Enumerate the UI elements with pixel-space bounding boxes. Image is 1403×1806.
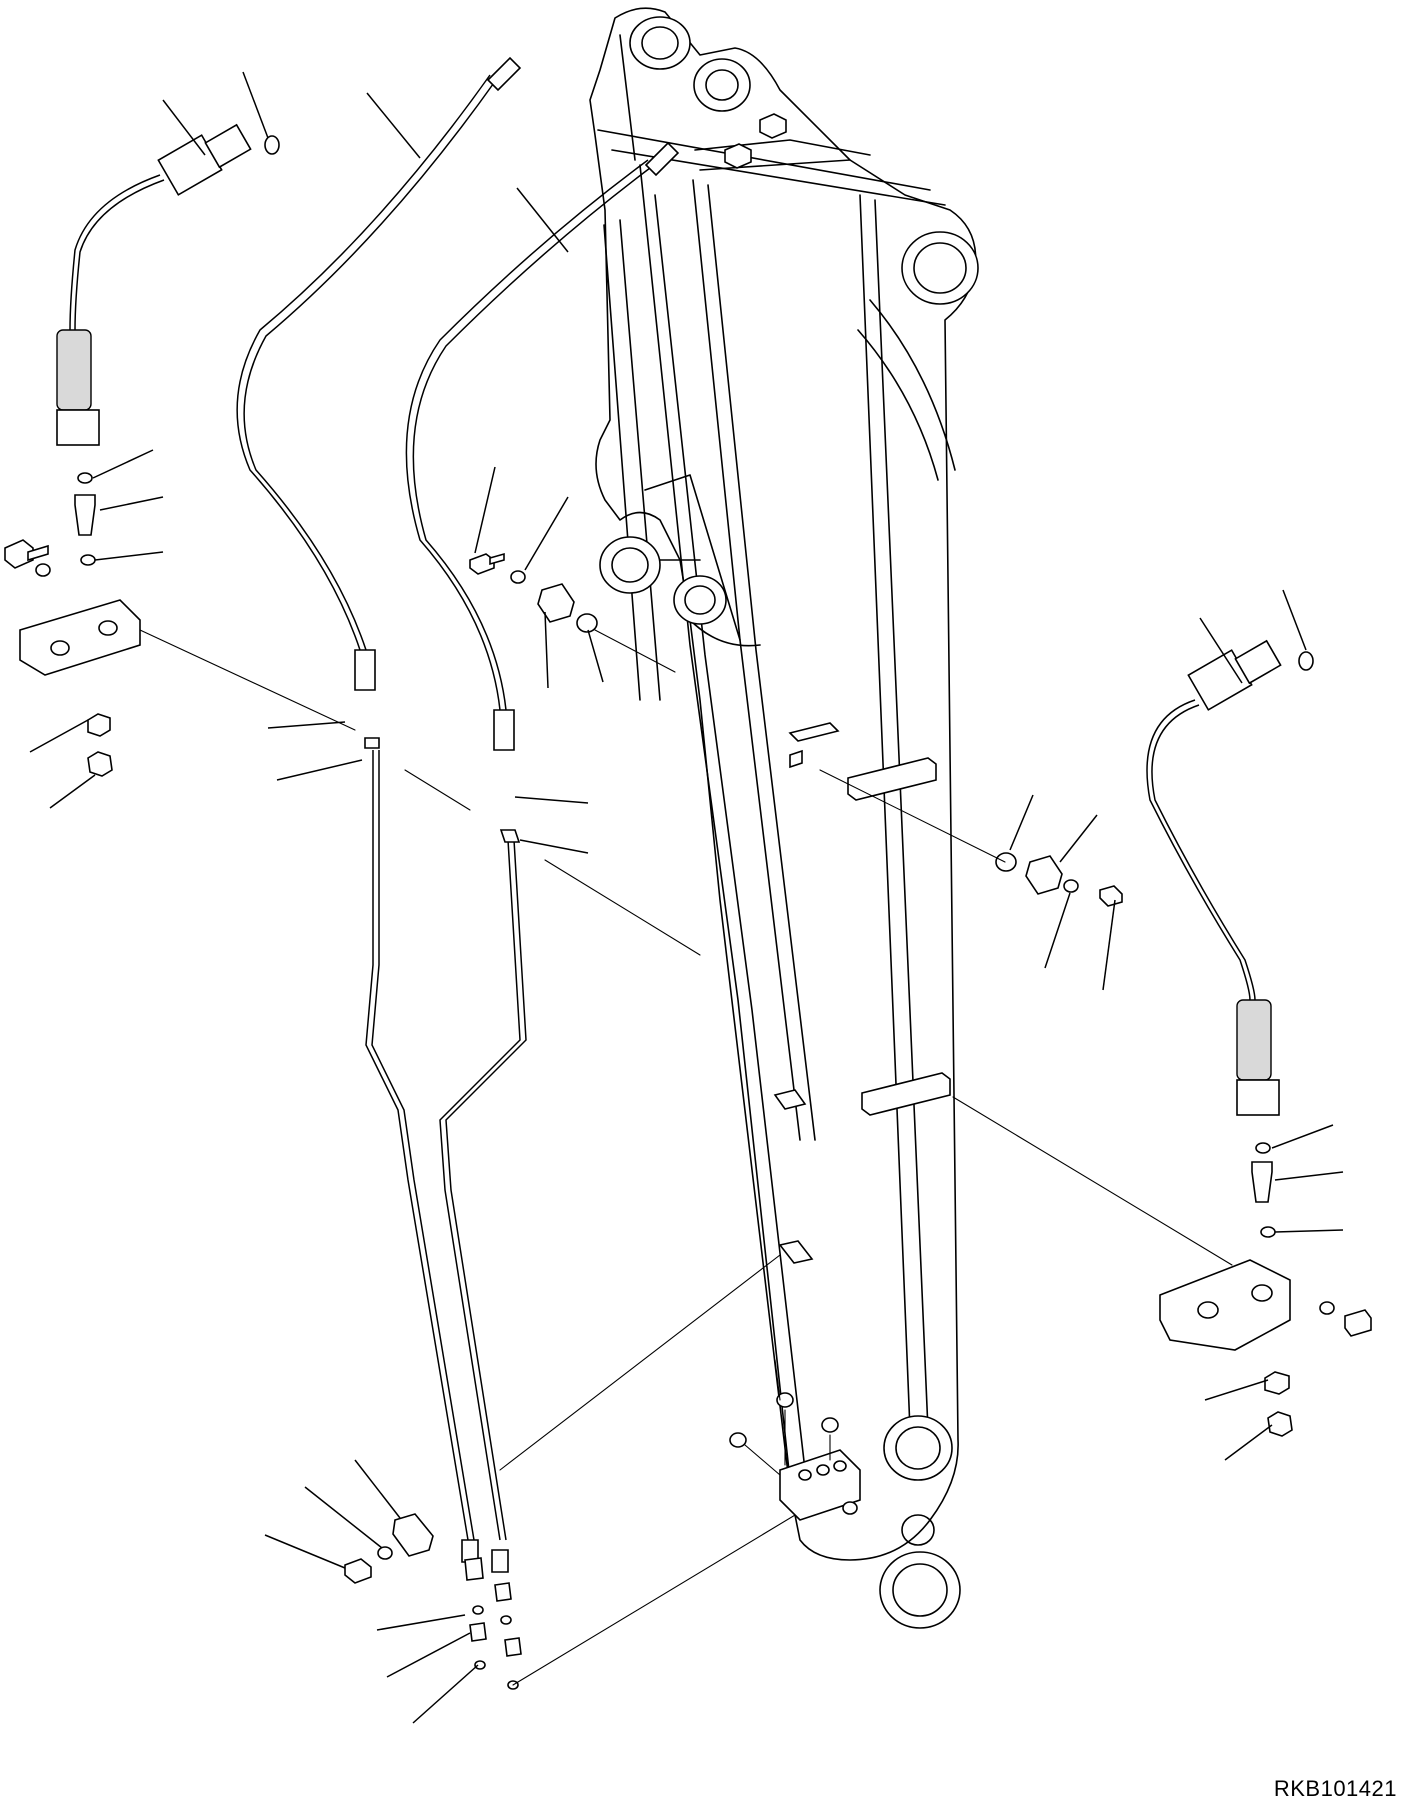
steel-tubes xyxy=(364,737,527,1573)
right-attachment-hose xyxy=(952,639,1372,1437)
flex-hoses xyxy=(236,56,680,751)
clamps xyxy=(344,552,1123,1690)
arm-assembly xyxy=(589,7,979,1629)
spacer-blocks xyxy=(847,757,951,1116)
left-attachment-hose xyxy=(4,123,356,777)
leader-lines xyxy=(29,71,1344,1724)
drawing-code: RKB101421 xyxy=(1273,1776,1397,1801)
